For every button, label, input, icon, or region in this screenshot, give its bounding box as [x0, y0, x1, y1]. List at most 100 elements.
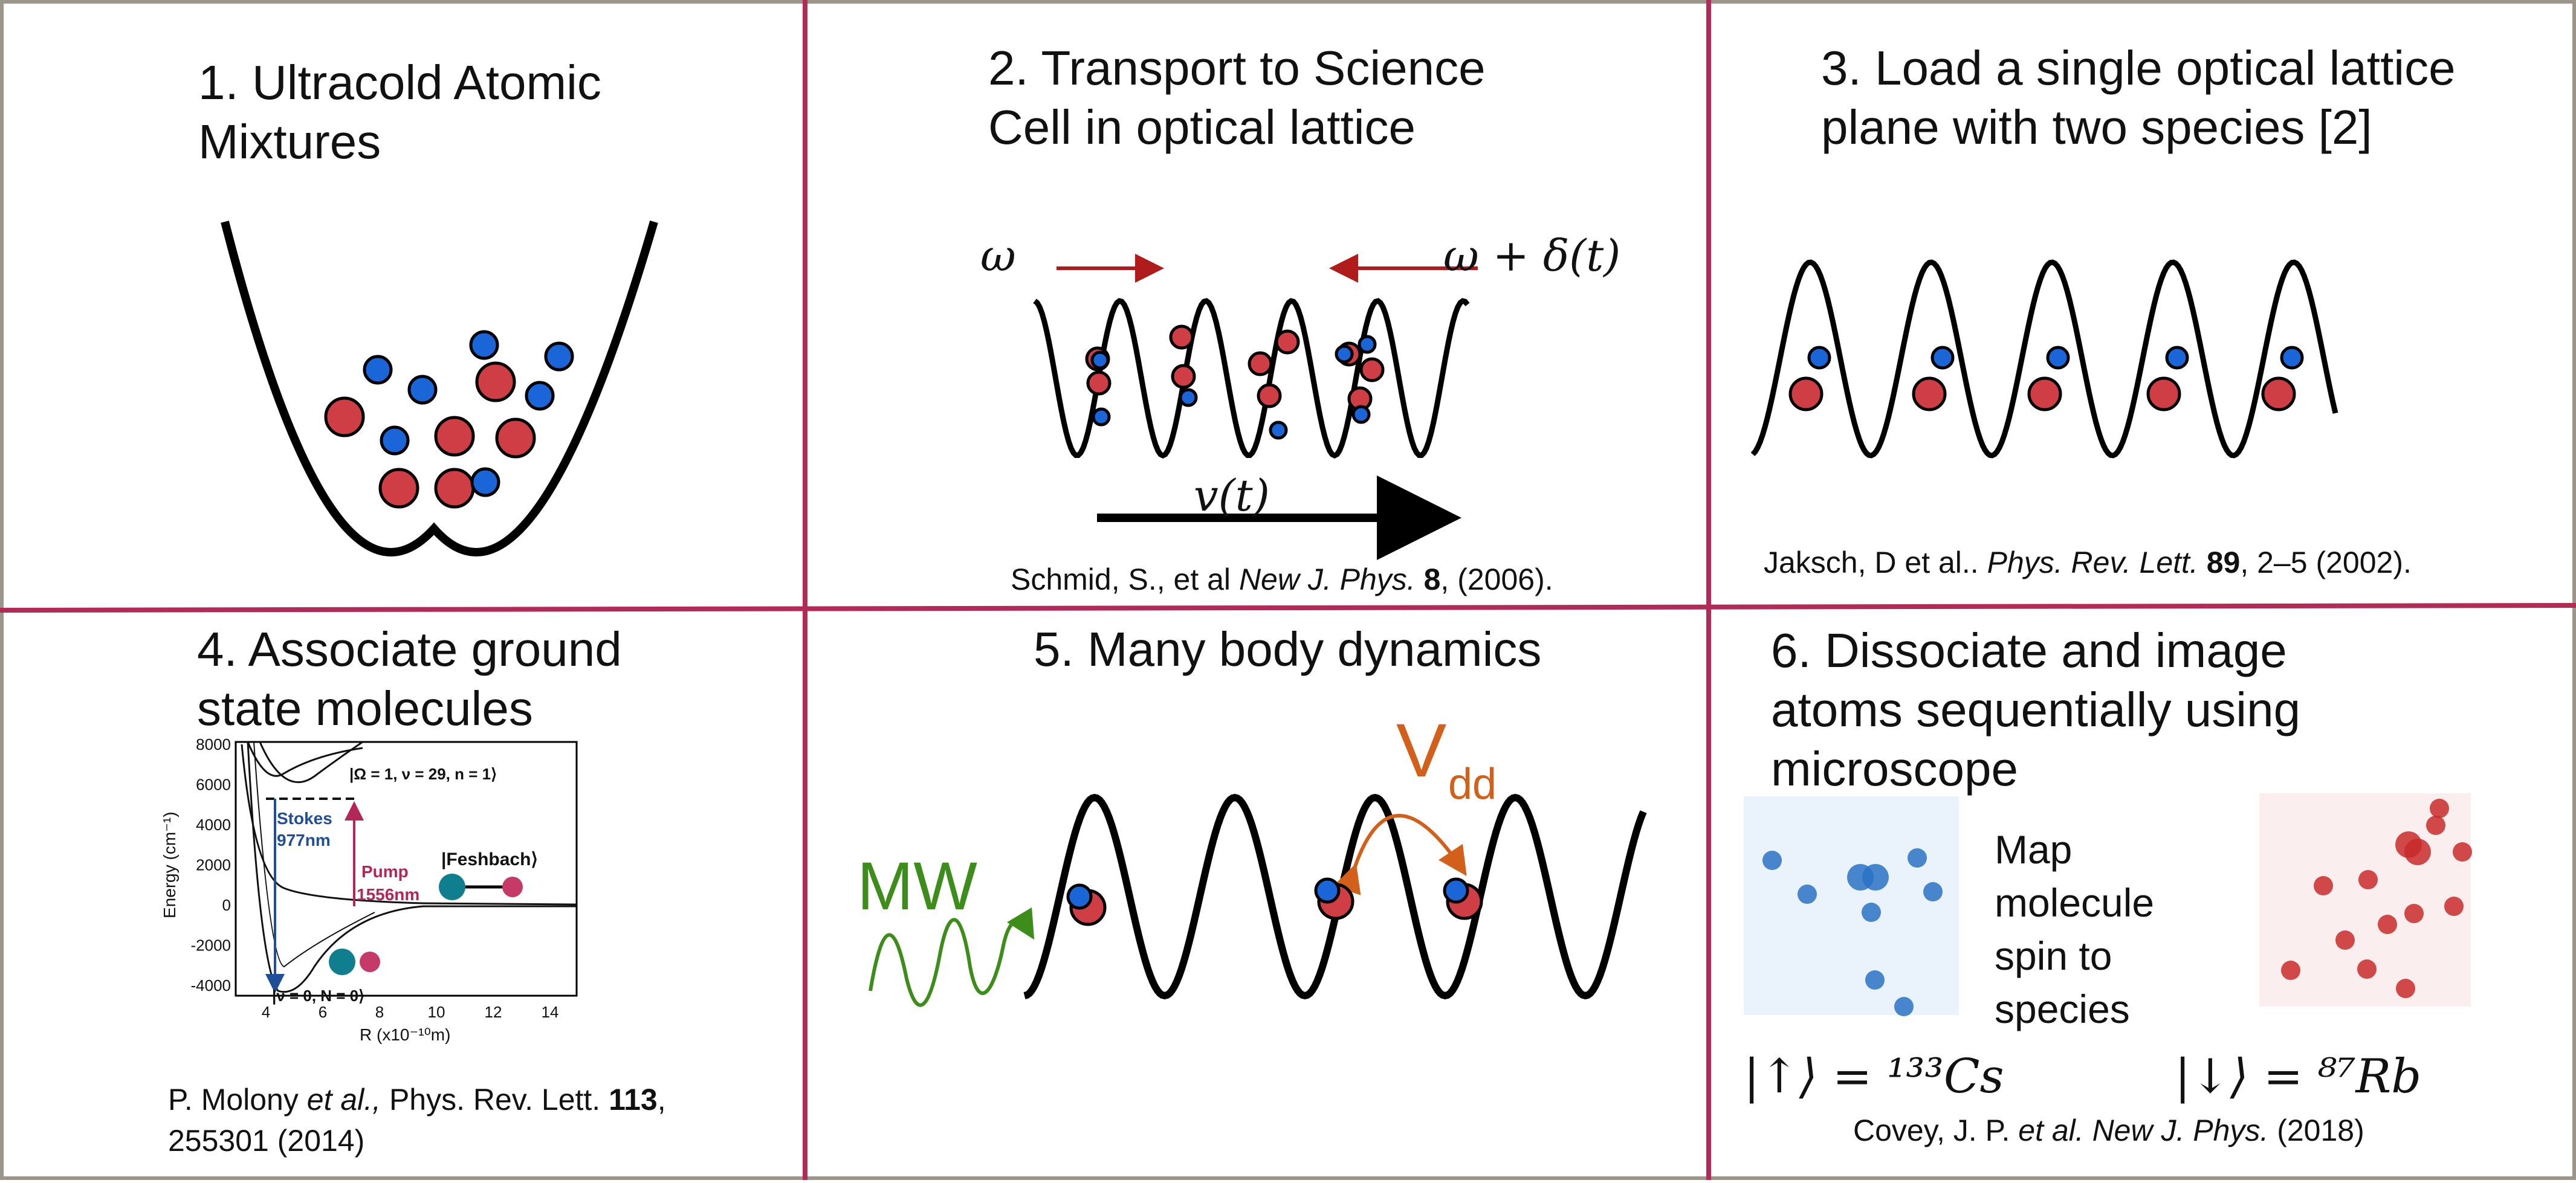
cs-image-spots	[1762, 848, 1943, 1016]
ground-state-label: |ν = 0, N = 0⟩	[272, 987, 364, 1005]
microscope-spot	[1865, 970, 1885, 990]
microscope-spot	[2335, 930, 2355, 950]
blue-atom	[469, 330, 499, 360]
inset-x-tick-label: 14	[542, 1003, 559, 1021]
ref3-volume: 89	[2206, 546, 2241, 579]
red-atom	[434, 468, 475, 509]
stokes-wavelength: 977nm	[277, 831, 331, 849]
red-atom	[1257, 383, 1282, 408]
microscope-spot	[2281, 961, 2300, 980]
red-atom	[1086, 370, 1112, 396]
divider-horizontal	[0, 603, 2576, 613]
ref6-etal: et al. New J. Phys.	[2018, 1114, 2269, 1147]
microscope-spot	[2378, 915, 2397, 934]
ref6-rest: (2018)	[2268, 1114, 2364, 1147]
panel5-title: 5. Many body dynamics	[1034, 622, 1542, 676]
inset-y-tick-label: 6000	[196, 776, 231, 794]
blue-atom	[2046, 346, 2070, 370]
ref2-authors: Schmid, S., et al	[1011, 562, 1239, 596]
ref2-journal: New J. Phys.	[1238, 562, 1416, 596]
inset-x-tick-label: 10	[428, 1003, 445, 1021]
microscope-spot	[1798, 885, 1817, 904]
microscope-spot	[1908, 848, 1927, 868]
panel3-reference: Jaksch, D et al.. Phys. Rev. Lett. 89, 2…	[1764, 545, 2412, 580]
blue-atom	[1930, 346, 1955, 370]
red-atom	[378, 468, 419, 509]
panel2-atoms	[1085, 324, 1385, 440]
microscope-spot	[1862, 864, 1889, 891]
blue-atom	[2280, 346, 2304, 370]
ref4-authors: P. Molony	[168, 1083, 307, 1117]
microscope-spot	[2357, 959, 2377, 979]
red-atom	[2261, 376, 2296, 411]
ref4-volume: 113	[609, 1083, 658, 1117]
microscope-spot	[2444, 897, 2464, 916]
ground-molecule	[329, 949, 380, 975]
cs-image	[1744, 796, 1959, 1016]
panel1-title: 1. Ultracold Atomic Mixtures	[198, 56, 601, 169]
potential-curve-ground-2	[253, 741, 375, 968]
inset-y-tick-label: 8000	[196, 735, 231, 753]
spin-up-label: |↑⟩ = ¹³³Cs	[1744, 1049, 2004, 1104]
blue-atom	[470, 467, 500, 497]
red-atom	[1171, 364, 1196, 389]
red-atom	[2146, 376, 2181, 411]
inset-x-tick-label: 4	[262, 1003, 270, 1021]
red-atom	[324, 396, 365, 437]
panel4-reference: P. Molony et al., Phys. Rev. Lett. 113, …	[168, 1079, 666, 1161]
panel1-atoms	[324, 330, 574, 509]
red-atom	[495, 417, 536, 459]
inset-y-tick-label: -2000	[191, 936, 231, 955]
microscope-spot	[2396, 979, 2415, 998]
blue-atom	[1351, 405, 1371, 424]
ref6-authors: Covey, J. P.	[1853, 1114, 2019, 1147]
blue-atom	[2165, 346, 2189, 370]
panel4-title: 4. Associate ground state molecules	[197, 622, 622, 735]
blue-atom	[525, 381, 555, 411]
inset-y-tick-label: -4000	[191, 976, 231, 994]
stokes-label: Stokes	[277, 809, 332, 828]
upper-state-label: |Ω = 1, ν = 29, n = 1⟩	[349, 765, 497, 783]
ref3-rest: , 2–5 (2002).	[2240, 546, 2412, 579]
inset-x-tick-label: 8	[375, 1003, 384, 1021]
harmonic-trap-curve	[221, 221, 658, 556]
microscope-spot	[1862, 903, 1881, 922]
ref2-rest: , (2006).	[1440, 562, 1553, 596]
panel3-lattice	[1750, 259, 2338, 459]
microscope-spot	[2453, 842, 2472, 862]
blue-atom	[1807, 346, 1831, 370]
microscope-spot	[1894, 997, 1914, 1016]
blue-atom	[1179, 388, 1198, 407]
red-atom	[1788, 376, 1824, 411]
ref3-journal: Phys. Rev. Lett.	[1987, 546, 2198, 579]
ref2-volume: 8	[1423, 562, 1441, 596]
blue-atom	[1443, 877, 1469, 904]
red-atom	[1248, 351, 1273, 376]
single-plane-lattice-curve	[1750, 259, 2338, 459]
microscope-spot	[2314, 876, 2333, 895]
red-atom	[1359, 357, 1385, 382]
microwave-wave	[869, 907, 1035, 1007]
inset-y-tick-label: 0	[222, 896, 231, 914]
mw-label: MW	[857, 848, 977, 924]
panel2-reference: Schmid, S., et al New J. Phys. 8, (2006)…	[1011, 562, 1553, 597]
red-atom	[475, 361, 516, 402]
vdd-subscript: dd	[1448, 760, 1497, 808]
omega-label: ω	[980, 230, 1016, 281]
red-atom	[1169, 324, 1194, 350]
many-body-lattice-curve	[1023, 793, 1647, 1000]
blue-atom	[544, 341, 574, 372]
panel3-atoms	[1788, 346, 2304, 411]
potential-curve-excited-1	[247, 741, 363, 777]
microscope-spot	[2426, 816, 2445, 835]
ref4-line2: 255301 (2014)	[168, 1124, 365, 1158]
panel2-title: 2. Transport to Science Cell in optical …	[988, 41, 1486, 154]
blue-atom	[1066, 883, 1093, 910]
vdd-label: V	[1396, 709, 1446, 793]
